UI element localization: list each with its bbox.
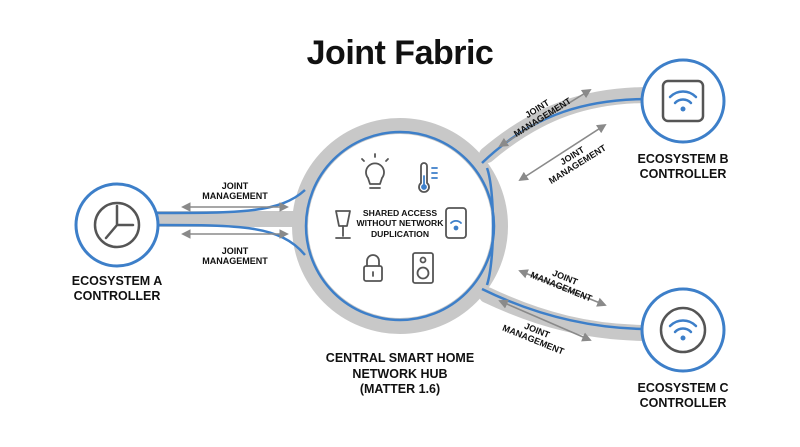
clock-icon	[93, 201, 141, 249]
hub-device-icons	[335, 153, 467, 284]
controller-c	[640, 287, 726, 373]
thermometer-icon	[418, 162, 438, 193]
diagram-title: Joint Fabric	[306, 34, 494, 72]
controller-c-label: ECOSYSTEM C CONTROLLER	[637, 381, 729, 410]
line-a-bottom	[154, 223, 306, 256]
controller-a-label: ECOSYSTEM A CONTROLLER	[71, 274, 163, 303]
tablet-wifi-icon	[445, 207, 467, 239]
management-label-a-top: JOINT MANAGEMENT	[202, 181, 268, 202]
controller-c-ring	[640, 287, 726, 373]
smart-lamp-icon	[335, 210, 351, 239]
hub-inner-curve-line	[485, 167, 495, 286]
hub-center-text: SHARED ACCESS WITHOUT NETWORK DUPLICATIO…	[356, 208, 444, 239]
arrow-b-bottom	[518, 123, 607, 182]
arrow-c-top	[518, 269, 607, 307]
hub-caption: CENTRAL SMART HOME NETWORK HUB (MATTER 1…	[325, 351, 475, 397]
controller-b-label: ECOSYSTEM B CONTROLLER	[637, 152, 729, 181]
wifi-icon	[659, 306, 707, 354]
light-bulb-icon	[361, 153, 389, 189]
hub-center	[310, 136, 490, 316]
wifi-icon	[661, 79, 705, 123]
padlock-icon	[363, 254, 383, 282]
speaker-icon	[412, 252, 434, 284]
controller-a	[74, 182, 160, 268]
arrow-b-top	[498, 88, 592, 148]
arrow-c-bottom	[498, 299, 592, 342]
management-arrows	[181, 88, 607, 342]
management-label-a-bottom: JOINT MANAGEMENT	[202, 246, 268, 267]
controller-b-ring	[640, 58, 726, 144]
controller-b	[640, 58, 726, 144]
